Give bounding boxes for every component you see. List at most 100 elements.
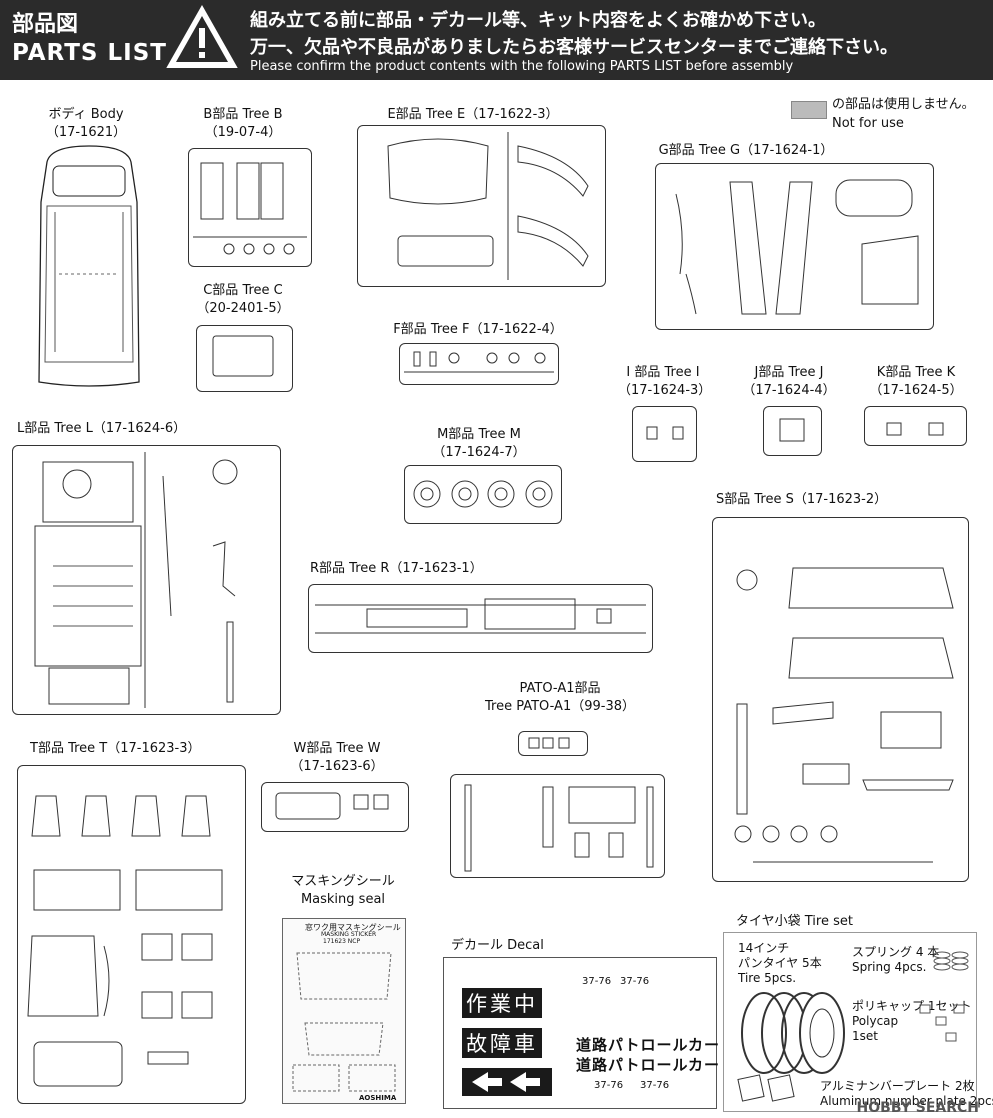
tire-jp-2: パンタイヤ 5本 — [738, 956, 822, 970]
tree-r-label: R部品 Tree R（17-1623-1） — [310, 560, 490, 578]
arrow-icon — [472, 1072, 540, 1092]
tree-name: S部品 Tree S（17-1623-2） — [716, 492, 888, 507]
decal-breakdown-text: 故障車 — [462, 1028, 542, 1058]
spring-jp: スプリング 4 本 — [852, 945, 940, 959]
tree-s — [712, 517, 969, 882]
legend-jp: の部品は使用しません。 — [832, 97, 975, 112]
tree-name: B部品 Tree B — [203, 107, 283, 122]
polycap-en-2: 1set — [852, 1029, 878, 1043]
tree-l-label: L部品 Tree L（17-1624-6） — [17, 420, 197, 438]
tree-code: （17-1624-4） — [742, 383, 836, 398]
masking-label: マスキングシール Masking seal — [278, 873, 408, 909]
masking-name-en: Masking seal — [300, 892, 386, 907]
masking-name: マスキングシール — [291, 874, 395, 889]
polycap-jp: ポリキャップ 1セット — [852, 999, 972, 1013]
decal-plate-4: 37-76 — [640, 1080, 670, 1091]
tree-m — [404, 465, 562, 524]
tree-t — [17, 765, 246, 1104]
tree-k-label: K部品 Tree K （17-1624-5） — [862, 364, 970, 400]
not-for-use-swatch — [791, 101, 827, 119]
tree-s-label: S部品 Tree S（17-1623-2） — [716, 491, 896, 509]
tree-name: J部品 Tree J — [754, 365, 824, 380]
tireset-name: タイヤ小袋 Tire set — [736, 914, 853, 929]
legend: の部品は使用しません。 Not for use — [832, 95, 975, 133]
decal-name: デカール Decal — [451, 938, 544, 953]
tree-w — [261, 782, 409, 832]
tree-t-label: T部品 Tree T（17-1623-3） — [30, 740, 210, 758]
decal-sheet: 作業中 故障車 道路パトロールカー 道路パトロールカー 37-76 37-76 … — [443, 957, 721, 1109]
tire-jp-1: 14インチ — [738, 941, 790, 955]
notice-line-3: Please confirm the product contents with… — [250, 59, 794, 74]
watermark: HOBBY SEARCH — [856, 1100, 979, 1116]
tree-code: （20-2401-5） — [196, 301, 290, 316]
decal-patrol-text-1: 道路パトロールカー — [576, 1036, 721, 1054]
tree-f-label: F部品 Tree F（17-1622-4） — [388, 321, 568, 339]
notice-line-2: 万一、欠品や不良品がありましたらお客様サービスセンターまでご連絡下さい。 — [250, 37, 898, 58]
tree-r — [308, 584, 653, 653]
tree-m-label: M部品 Tree M （17-1624-7） — [424, 426, 534, 462]
tree-name: ボディ Body — [48, 107, 124, 122]
decal-label: デカール Decal — [451, 937, 561, 955]
tree-name: G部品 Tree G（17-1624-1） — [658, 143, 834, 158]
tree-name: W部品 Tree W — [293, 741, 381, 756]
tire-en: Tire 5pcs. — [738, 971, 797, 985]
page-title-en: PARTS LIST — [12, 40, 167, 66]
page-title-jp: 部品図 — [12, 12, 79, 37]
tree-name: I 部品 Tree I — [626, 365, 700, 380]
tree-name: C部品 Tree C — [203, 283, 283, 298]
tree-name: K部品 Tree K — [876, 365, 956, 380]
tree-name: L部品 Tree L（17-1624-6） — [17, 421, 187, 436]
tree-g — [655, 163, 934, 330]
masking-brand: AOSHIMA — [359, 1094, 397, 1102]
tree-e — [357, 125, 606, 287]
plate-jp: アルミナンバープレート 2枚 — [820, 1079, 975, 1093]
legend-en: Not for use — [832, 116, 904, 131]
tree-name: E部品 Tree E（17-1622-3） — [387, 107, 559, 122]
decal-arrow-panel — [462, 1068, 552, 1096]
tree-code: （17-1624-3） — [618, 383, 712, 398]
header-bar: 部品図 PARTS LIST 組み立てる前に部品・デカール等、キット内容をよくお… — [0, 0, 993, 80]
tree-code: Tree PATO-A1（99-38） — [485, 699, 635, 714]
tree-w-label: W部品 Tree W （17-1623-6） — [282, 740, 392, 776]
tree-code: （19-07-4） — [204, 125, 282, 140]
tree-i — [632, 406, 697, 462]
plate-en: Aluminum number plate 2pcs. — [820, 1094, 993, 1108]
spring-en: Spring 4pcs. — [852, 960, 927, 974]
tire-icon — [737, 951, 969, 1102]
tree-f — [399, 343, 559, 385]
tree-pato-small — [518, 731, 588, 756]
tree-e-label: E部品 Tree E（17-1622-3） — [373, 106, 573, 124]
tree-pato — [450, 774, 665, 878]
tree-c-label: C部品 Tree C （20-2401-5） — [193, 282, 293, 318]
tree-code: （17-1624-5） — [869, 383, 963, 398]
tree-pato-label: PATO-A1部品 Tree PATO-A1（99-38） — [480, 680, 640, 716]
decal-patrol-text-2: 道路パトロールカー — [576, 1056, 721, 1074]
tree-c — [196, 325, 293, 392]
masking-sheet-sub: MASKING STICKER — [321, 931, 377, 938]
tree-g-label: G部品 Tree G（17-1624-1） — [646, 142, 846, 160]
body-shell-drawing — [38, 145, 140, 387]
decal-plate-2: 37-76 — [620, 976, 650, 987]
tree-code: （17-1624-7） — [432, 445, 526, 460]
tree-b-label: B部品 Tree B （19-07-4） — [193, 106, 293, 142]
decal-work-text: 作業中 — [462, 988, 542, 1018]
tireset-bag: 14インチ パンタイヤ 5本 Tire 5pcs. スプリング 4 本 Spri… — [723, 932, 993, 1112]
tree-name: T部品 Tree T（17-1623-3） — [30, 741, 201, 756]
tree-j-label: J部品 Tree J （17-1624-4） — [740, 364, 838, 400]
tree-name: R部品 Tree R（17-1623-1） — [310, 561, 483, 576]
decal-plate-1: 37-76 — [582, 976, 612, 987]
tree-name: F部品 Tree F（17-1622-4） — [393, 322, 563, 337]
tree-code: （17-1623-6） — [290, 759, 384, 774]
decal-plate-3: 37-76 — [594, 1080, 624, 1091]
tree-body-label: ボディ Body （17-1621） — [34, 106, 138, 142]
polycap-en-1: Polycap — [852, 1014, 899, 1028]
notice-line-1: 組み立てる前に部品・デカール等、キット内容をよくお確かめ下さい。 — [250, 10, 826, 31]
tree-code: （17-1621） — [45, 125, 127, 140]
tree-j — [763, 406, 822, 456]
tree-name: M部品 Tree M — [437, 427, 521, 442]
masking-sheet-title: 窓ワク用マスキングシール — [305, 923, 401, 932]
tree-i-label: I 部品 Tree I （17-1624-3） — [618, 364, 712, 400]
tireset-label: タイヤ小袋 Tire set — [736, 913, 866, 931]
tree-b — [188, 148, 312, 267]
tree-k — [864, 406, 967, 446]
